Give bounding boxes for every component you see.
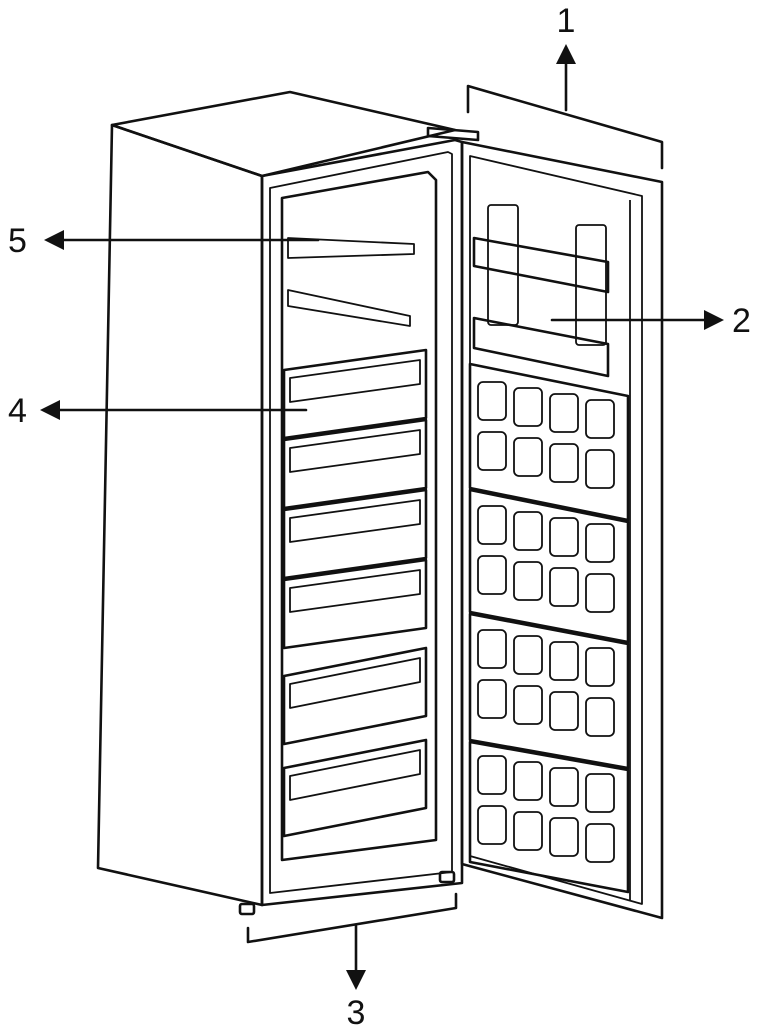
door-grid-cell <box>513 387 543 427</box>
drawer-3 <box>282 488 428 580</box>
door-grid-cell <box>477 805 507 845</box>
door <box>460 140 664 920</box>
door-grid-cell <box>513 511 543 551</box>
door-grid-cell <box>513 811 543 851</box>
cabinet-interior <box>280 170 438 862</box>
door-grid-cell <box>477 431 507 471</box>
door-grid-cell <box>585 573 615 613</box>
door-rack <box>472 204 610 378</box>
door-grid-cell <box>477 381 507 421</box>
door-grid-cell <box>477 555 507 595</box>
callout-2: 2 <box>732 302 751 340</box>
door-grid-cell <box>513 685 543 725</box>
door-grid-cell <box>513 561 543 601</box>
door-grid-cell <box>585 647 615 687</box>
door-outer <box>460 140 664 920</box>
door-grid-cell <box>549 517 579 557</box>
door-grid-cell <box>549 641 579 681</box>
cabinet-top <box>110 90 457 178</box>
callout-4: 4 <box>8 392 27 430</box>
drawer-5 <box>282 646 428 746</box>
glass-shelves <box>287 237 415 327</box>
door-grid-cell <box>585 399 615 439</box>
door-grid-cell <box>585 823 615 863</box>
door-grid-cell <box>477 505 507 545</box>
cabinet <box>96 90 480 916</box>
drawer-4 <box>282 558 428 650</box>
shelf-top <box>287 237 415 259</box>
drawer-2 <box>282 418 428 510</box>
door-grid-cell <box>549 443 579 483</box>
callout-5: 5 <box>8 222 27 260</box>
door-grid-cell <box>513 761 543 801</box>
door-grid-cell <box>477 755 507 795</box>
door-grid-cell <box>549 393 579 433</box>
door-grid-cell <box>585 449 615 489</box>
drawer-6 <box>282 738 428 838</box>
door-grid-cell <box>585 523 615 563</box>
foot-left <box>238 902 256 916</box>
door-grid-cell <box>477 629 507 669</box>
door-grid-cell <box>549 567 579 607</box>
door-grid-cell <box>513 635 543 675</box>
cabinet-front-frame <box>260 138 464 907</box>
door-grid-cell <box>585 773 615 813</box>
door-grid-cell <box>549 691 579 731</box>
callout-marks <box>40 44 724 990</box>
callout-3: 3 <box>347 994 366 1032</box>
cabinet-front-inner <box>269 151 453 894</box>
drawers <box>282 348 428 838</box>
door-grid-cell <box>513 437 543 477</box>
door-grid-cell <box>477 679 507 719</box>
foot-right <box>438 870 456 884</box>
door-grid-cell <box>549 767 579 807</box>
callout-1: 1 <box>557 2 576 40</box>
top-hinge <box>426 126 480 142</box>
door-panels <box>468 362 630 894</box>
door-grid-cell <box>585 697 615 737</box>
drawer-1 <box>282 348 428 440</box>
door-grid-cell <box>549 817 579 857</box>
shelf-second <box>287 289 411 327</box>
cabinet-left-side <box>96 123 264 907</box>
door-inner-frame <box>469 155 643 905</box>
